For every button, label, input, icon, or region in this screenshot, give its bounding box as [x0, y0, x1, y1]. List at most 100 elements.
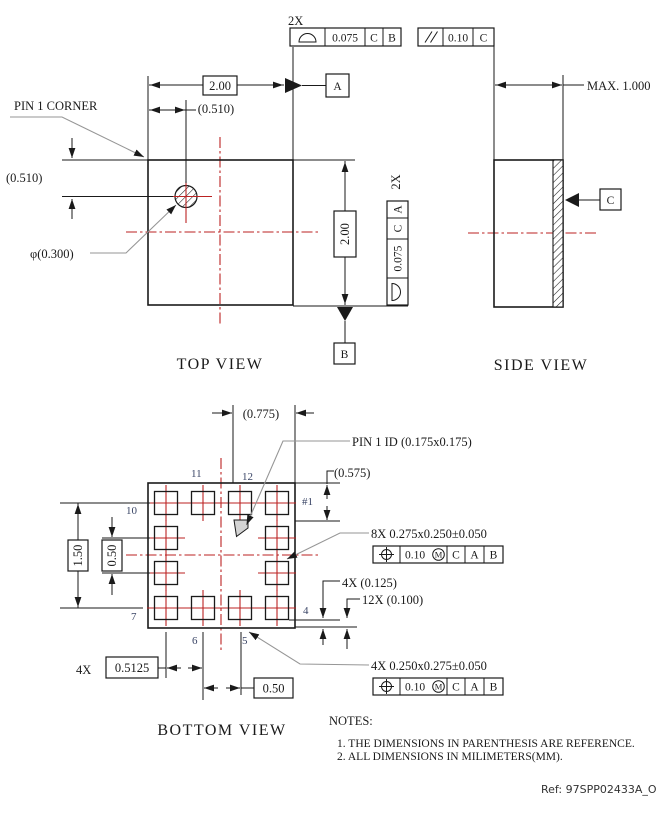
pin1-id-leader — [245, 440, 350, 526]
pin1-corner-leader — [10, 116, 145, 158]
pin-label-11: 11 — [191, 468, 202, 480]
fcf-frame — [372, 677, 504, 696]
fcf-datum: C — [370, 33, 378, 45]
pin-label-1: #1 — [302, 496, 313, 508]
dim-bracket — [326, 470, 334, 484]
pin-label-10: 10 — [126, 505, 138, 517]
pin-label-5: 5 — [242, 635, 248, 647]
pad-8x-label: 8X 0.275x0.250±0.050 — [371, 527, 487, 541]
dim-pad-offset: 0.5125 — [115, 661, 149, 675]
fcf-datum: A — [470, 682, 479, 694]
bottom-view: 10 11 12 #1 7 6 5 4 (0.775) PIN 1 ID (0.… — [60, 405, 504, 739]
side-view: MAX. 1.000 C SIDE VIEW — [468, 46, 651, 374]
datum-b-box — [333, 342, 356, 365]
note-line: 2. ALL DIMENSIONS IN MILIMETERS(MM). — [337, 751, 563, 763]
fcf-tolerance: 0.10 — [448, 33, 468, 45]
datum-c-label: C — [607, 195, 615, 207]
fcf-datum: B — [388, 33, 396, 45]
fcf-tolerance: 0.075 — [332, 33, 358, 45]
pad-8 — [153, 560, 179, 586]
dim-pin-offset-y: (0.510) — [6, 171, 42, 185]
mmc-modifier-icon — [432, 548, 445, 561]
count-2x-right: 2X — [389, 174, 403, 189]
parallelism-icon — [430, 31, 438, 43]
dim-box — [67, 539, 89, 572]
datum-c-triangle — [565, 193, 579, 207]
fcf-tolerance: 0.10 — [405, 682, 425, 694]
pin1-id-mark — [233, 519, 249, 538]
dim-box — [101, 539, 123, 572]
fcf-datum: C — [452, 682, 460, 694]
fcf-tolerance: 0.10 — [405, 550, 425, 562]
dim-height: 2.00 — [338, 223, 352, 245]
dim-max-height: MAX. 1.000 — [587, 79, 651, 93]
datum-a-box — [325, 73, 350, 98]
fcf-profile-right — [386, 200, 409, 306]
edge-12x-label: 12X (0.100) — [362, 593, 423, 607]
dim-box — [253, 677, 294, 699]
pin-label-12: 12 — [242, 471, 253, 483]
fcf-position-8x: 0.10 M C A B — [372, 545, 504, 564]
dim-bracket — [322, 580, 340, 604]
fcf-datum: C — [480, 33, 488, 45]
fcf-datum: A — [470, 550, 479, 562]
fcf-position-4x: 0.10 M C A B — [372, 677, 504, 696]
mmc-modifier-icon — [432, 680, 445, 693]
datum-a-label: A — [333, 81, 342, 93]
fcf-frame — [372, 545, 504, 564]
pin1-marker-diameter-label: φ(0.300) — [30, 247, 74, 261]
pin1-corner-label: PIN 1 CORNER — [14, 99, 98, 113]
reference-number: Ref: 97SPP02433A_O — [541, 783, 657, 796]
dim-pad-pitch-bottom: 0.50 — [263, 682, 285, 696]
datum-b-label: B — [341, 349, 349, 361]
pad-11 — [190, 490, 216, 516]
pad-4x-label: 4X 0.250x0.275±0.050 — [371, 659, 487, 673]
datum-a-triangle — [285, 78, 302, 93]
pad-10 — [153, 490, 179, 516]
hatched-surface — [552, 159, 564, 308]
notes-heading: NOTES: — [329, 714, 373, 728]
datum-c-box — [599, 188, 622, 211]
pad-4x-leader — [248, 631, 370, 666]
dim-box — [202, 75, 238, 96]
pad-5 — [227, 595, 253, 621]
pad-6 — [190, 595, 216, 621]
notes-block: NOTES: 1. THE DIMENSIONS IN PARENTHESIS … — [329, 714, 635, 763]
fcf-tolerance: 0.075 — [393, 245, 405, 271]
dim-pin-offset-x: (0.510) — [198, 102, 234, 116]
pad-1 — [264, 490, 290, 516]
dim-pin1-id-y: (0.575) — [334, 466, 370, 480]
count-2x-top: 2X — [288, 14, 303, 28]
fcf-datum: B — [490, 550, 498, 562]
dim-box — [333, 210, 357, 258]
fcf-modifier: M — [435, 550, 443, 560]
pin-label-4: 4 — [303, 605, 309, 617]
pad-4 — [264, 595, 290, 621]
fcf-modifier: M — [435, 682, 443, 692]
fcf-profile-top — [289, 27, 402, 47]
top-view: PIN 1 CORNER (0.510) φ(0.300) (0.510) 2.… — [6, 14, 495, 373]
pad-8x-leader — [286, 532, 369, 560]
pad-12 — [227, 490, 253, 516]
pad-9 — [153, 525, 179, 551]
pin-label-6: 6 — [192, 635, 198, 647]
dim-pad-pitch-left: 0.50 — [105, 545, 119, 567]
dim-width: 2.00 — [209, 79, 231, 93]
dim-pin1-id-x: (0.775) — [243, 407, 279, 421]
pad-array — [147, 485, 296, 626]
parallelism-icon — [424, 31, 433, 43]
side-view-title: SIDE VIEW — [494, 357, 589, 374]
profile-of-line-icon — [391, 282, 401, 302]
datum-b-triangle — [337, 307, 353, 321]
diameter-leader — [90, 204, 177, 254]
profile-of-line-icon — [298, 33, 317, 43]
bottom-view-title: BOTTOM VIEW — [157, 722, 286, 739]
dim-pad-row-span: 1.50 — [71, 545, 85, 567]
top-view-title: TOP VIEW — [177, 356, 264, 373]
pad-2 — [264, 525, 290, 551]
note-line: 1. THE DIMENSIONS IN PARENTHESIS ARE REF… — [337, 738, 635, 750]
fcf-datum: B — [490, 682, 498, 694]
count-4x-offset: 4X — [76, 663, 91, 677]
